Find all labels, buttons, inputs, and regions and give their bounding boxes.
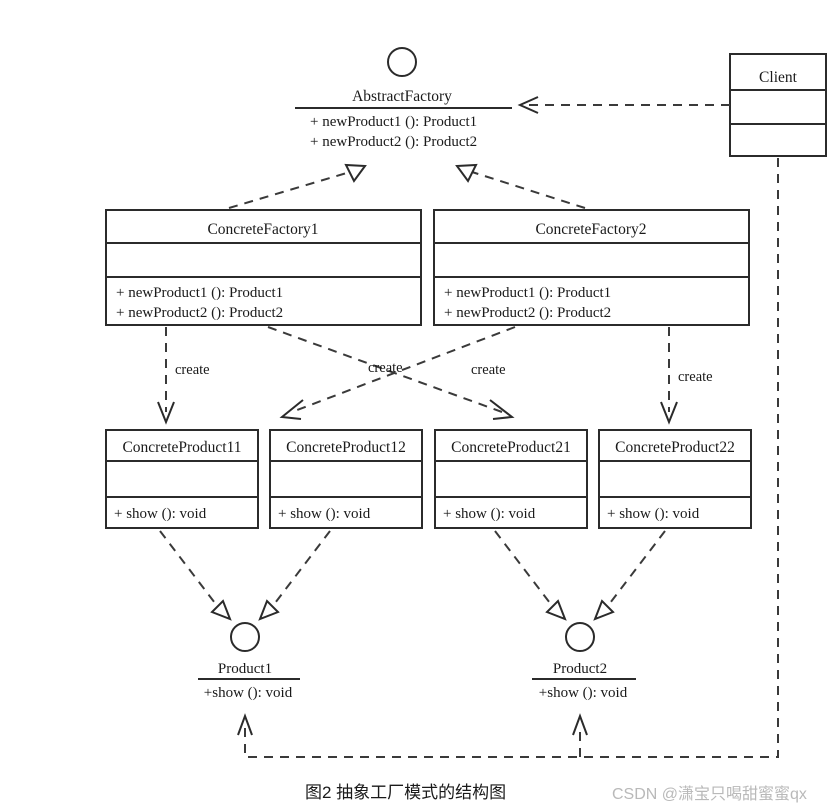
- concrete-factory-1-method-2: + newProduct2 (): Product2: [116, 305, 283, 321]
- client-box: [729, 53, 827, 157]
- concrete-factory-1-name: ConcreteFactory1: [207, 221, 318, 238]
- hollow-triangle-arrowhead-cp12: [258, 599, 280, 621]
- product-1-name: Product1: [218, 661, 272, 677]
- concrete-product-22-name: ConcreteProduct22: [615, 439, 735, 456]
- abstract-factory-name: AbstractFactory: [352, 88, 452, 105]
- create-edge-4: create: [660, 327, 713, 425]
- product-1-method-1: +show (): void: [204, 685, 293, 701]
- realization-cf1-to-abstractfactory: [228, 163, 367, 209]
- realization-cp22-to-product2: [593, 530, 666, 621]
- hollow-triangle-arrowhead-cp11: [210, 599, 232, 621]
- client-name: Client: [759, 69, 798, 86]
- open-arrowhead-abstractfactory: [517, 96, 539, 114]
- open-arrowhead-create-3: [279, 399, 304, 420]
- hollow-triangle-arrowhead-cf2: [455, 163, 478, 183]
- create-label-2: create: [368, 360, 403, 376]
- realization-cp21-to-product2: [494, 530, 567, 621]
- realization-line-cf2: [471, 171, 586, 209]
- concrete-product-22-method-1: + show (): void: [607, 506, 700, 522]
- open-arrowhead-create-2: [489, 399, 515, 420]
- concrete-product-21-node: ConcreteProduct21 + show (): void: [434, 429, 588, 529]
- realization-cf2-to-abstractfactory: [455, 163, 586, 209]
- concrete-factory-2-method-1: + newProduct1 (): Product1: [444, 285, 611, 301]
- concrete-product-12-node: ConcreteProduct12 + show (): void: [269, 429, 423, 529]
- concrete-product-11-node: ConcreteProduct11 + show (): void: [105, 429, 259, 529]
- concrete-factory-2-box: [433, 209, 750, 326]
- dependency-path-client-product1: [244, 158, 779, 758]
- product-2-name: Product2: [553, 661, 607, 677]
- concrete-product-21-method-1: + show (): void: [443, 506, 536, 522]
- concrete-product-12-box: [269, 429, 423, 529]
- product-2-node: Product2 +show (): void: [532, 622, 636, 701]
- concrete-product-11-method-1: + show (): void: [114, 506, 207, 522]
- abstract-factory-interface-circle-icon: [387, 47, 417, 77]
- dependency-client-to-products: [237, 158, 779, 758]
- realization-cp12-to-product1: [258, 530, 331, 621]
- concrete-product-21-name: ConcreteProduct21: [451, 439, 571, 456]
- hollow-triangle-arrowhead-cp21: [545, 599, 567, 621]
- concrete-product-11-box: [105, 429, 259, 529]
- product-2-method-1: +show (): void: [539, 685, 628, 701]
- realization-line-cp11: [159, 530, 219, 608]
- open-arrowhead-product2: [572, 713, 588, 736]
- dependency-client-to-abstractfactory: [517, 96, 730, 114]
- hollow-triangle-arrowhead-cf1: [344, 163, 367, 183]
- open-arrowhead-product1: [237, 713, 253, 736]
- realization-line-cp21: [494, 530, 554, 608]
- create-label-3: create: [471, 362, 506, 378]
- concrete-factory-1-node: ConcreteFactory1 + newProduct1 (): Produ…: [105, 209, 422, 326]
- client-node: Client: [729, 53, 827, 157]
- abstract-factory-node: AbstractFactory + newProduct1 (): Produc…: [295, 47, 512, 150]
- hollow-triangle-arrowhead-cp22: [593, 599, 615, 621]
- realization-cp11-to-product1: [159, 530, 232, 621]
- concrete-factory-2-node: ConcreteFactory2 + newProduct1 (): Produ…: [433, 209, 750, 326]
- product-2-interface-circle-icon: [565, 622, 595, 652]
- concrete-product-11-name: ConcreteProduct11: [122, 439, 241, 456]
- concrete-factory-2-method-2: + newProduct2 (): Product2: [444, 305, 611, 321]
- create-label-1: create: [175, 362, 210, 378]
- open-arrowhead-create-4: [660, 401, 678, 425]
- create-edge-1: create: [157, 327, 210, 425]
- concrete-product-21-box: [434, 429, 588, 529]
- create-edge-3: create: [279, 326, 516, 420]
- figure-caption: 图2 抽象工厂模式的结构图: [305, 783, 507, 802]
- product-1-interface-circle-icon: [230, 622, 260, 652]
- abstract-factory-method-2: + newProduct2 (): Product2: [310, 134, 477, 150]
- concrete-factory-1-method-1: + newProduct1 (): Product1: [116, 285, 283, 301]
- csdn-watermark: CSDN @潇宝只喝甜蜜蜜qx: [612, 786, 807, 803]
- create-edge-2: create: [267, 326, 515, 420]
- concrete-factory-2-name: ConcreteFactory2: [535, 221, 646, 238]
- concrete-product-12-method-1: + show (): void: [278, 506, 371, 522]
- open-arrowhead-create-1: [157, 401, 175, 425]
- realization-line-cp12: [271, 530, 331, 608]
- concrete-product-12-name: ConcreteProduct12: [286, 439, 406, 456]
- concrete-product-22-node: ConcreteProduct22 + show (): void: [598, 429, 752, 529]
- realization-line-cf1: [228, 171, 351, 209]
- abstract-factory-method-1: + newProduct1 (): Product1: [310, 114, 477, 130]
- product-1-node: Product1 +show (): void: [198, 622, 300, 701]
- create-line-3: [291, 326, 516, 413]
- realization-line-cp22: [606, 530, 666, 608]
- create-label-4: create: [678, 369, 713, 385]
- concrete-factory-1-box: [105, 209, 422, 326]
- concrete-product-22-box: [598, 429, 752, 529]
